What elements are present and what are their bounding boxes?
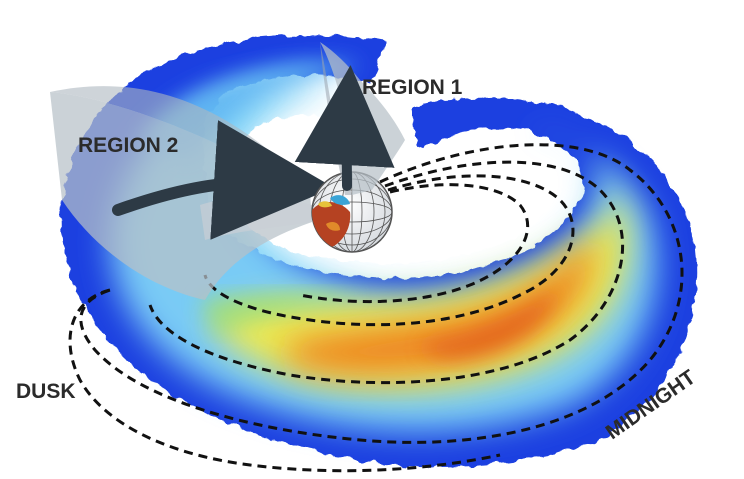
trajectory-dusk [68, 288, 501, 473]
region1-current-sheet: REGION 1 [294, 42, 463, 195]
earth-globe [311, 171, 393, 253]
region2-label: REGION 2 [78, 134, 178, 157]
region2-arrow [112, 120, 334, 240]
region2-sheet-upper [50, 86, 320, 200]
region1-label: REGION 1 [362, 76, 463, 99]
dashed-trajectories [68, 143, 684, 473]
region2-current-sheet: REGION 2 [50, 86, 334, 300]
trajectory-mid [148, 160, 625, 385]
ring-red-core [420, 290, 555, 359]
dusk-label: DUSK [16, 380, 76, 403]
trajectory-core [299, 183, 530, 304]
trajectory-inner [203, 174, 575, 327]
